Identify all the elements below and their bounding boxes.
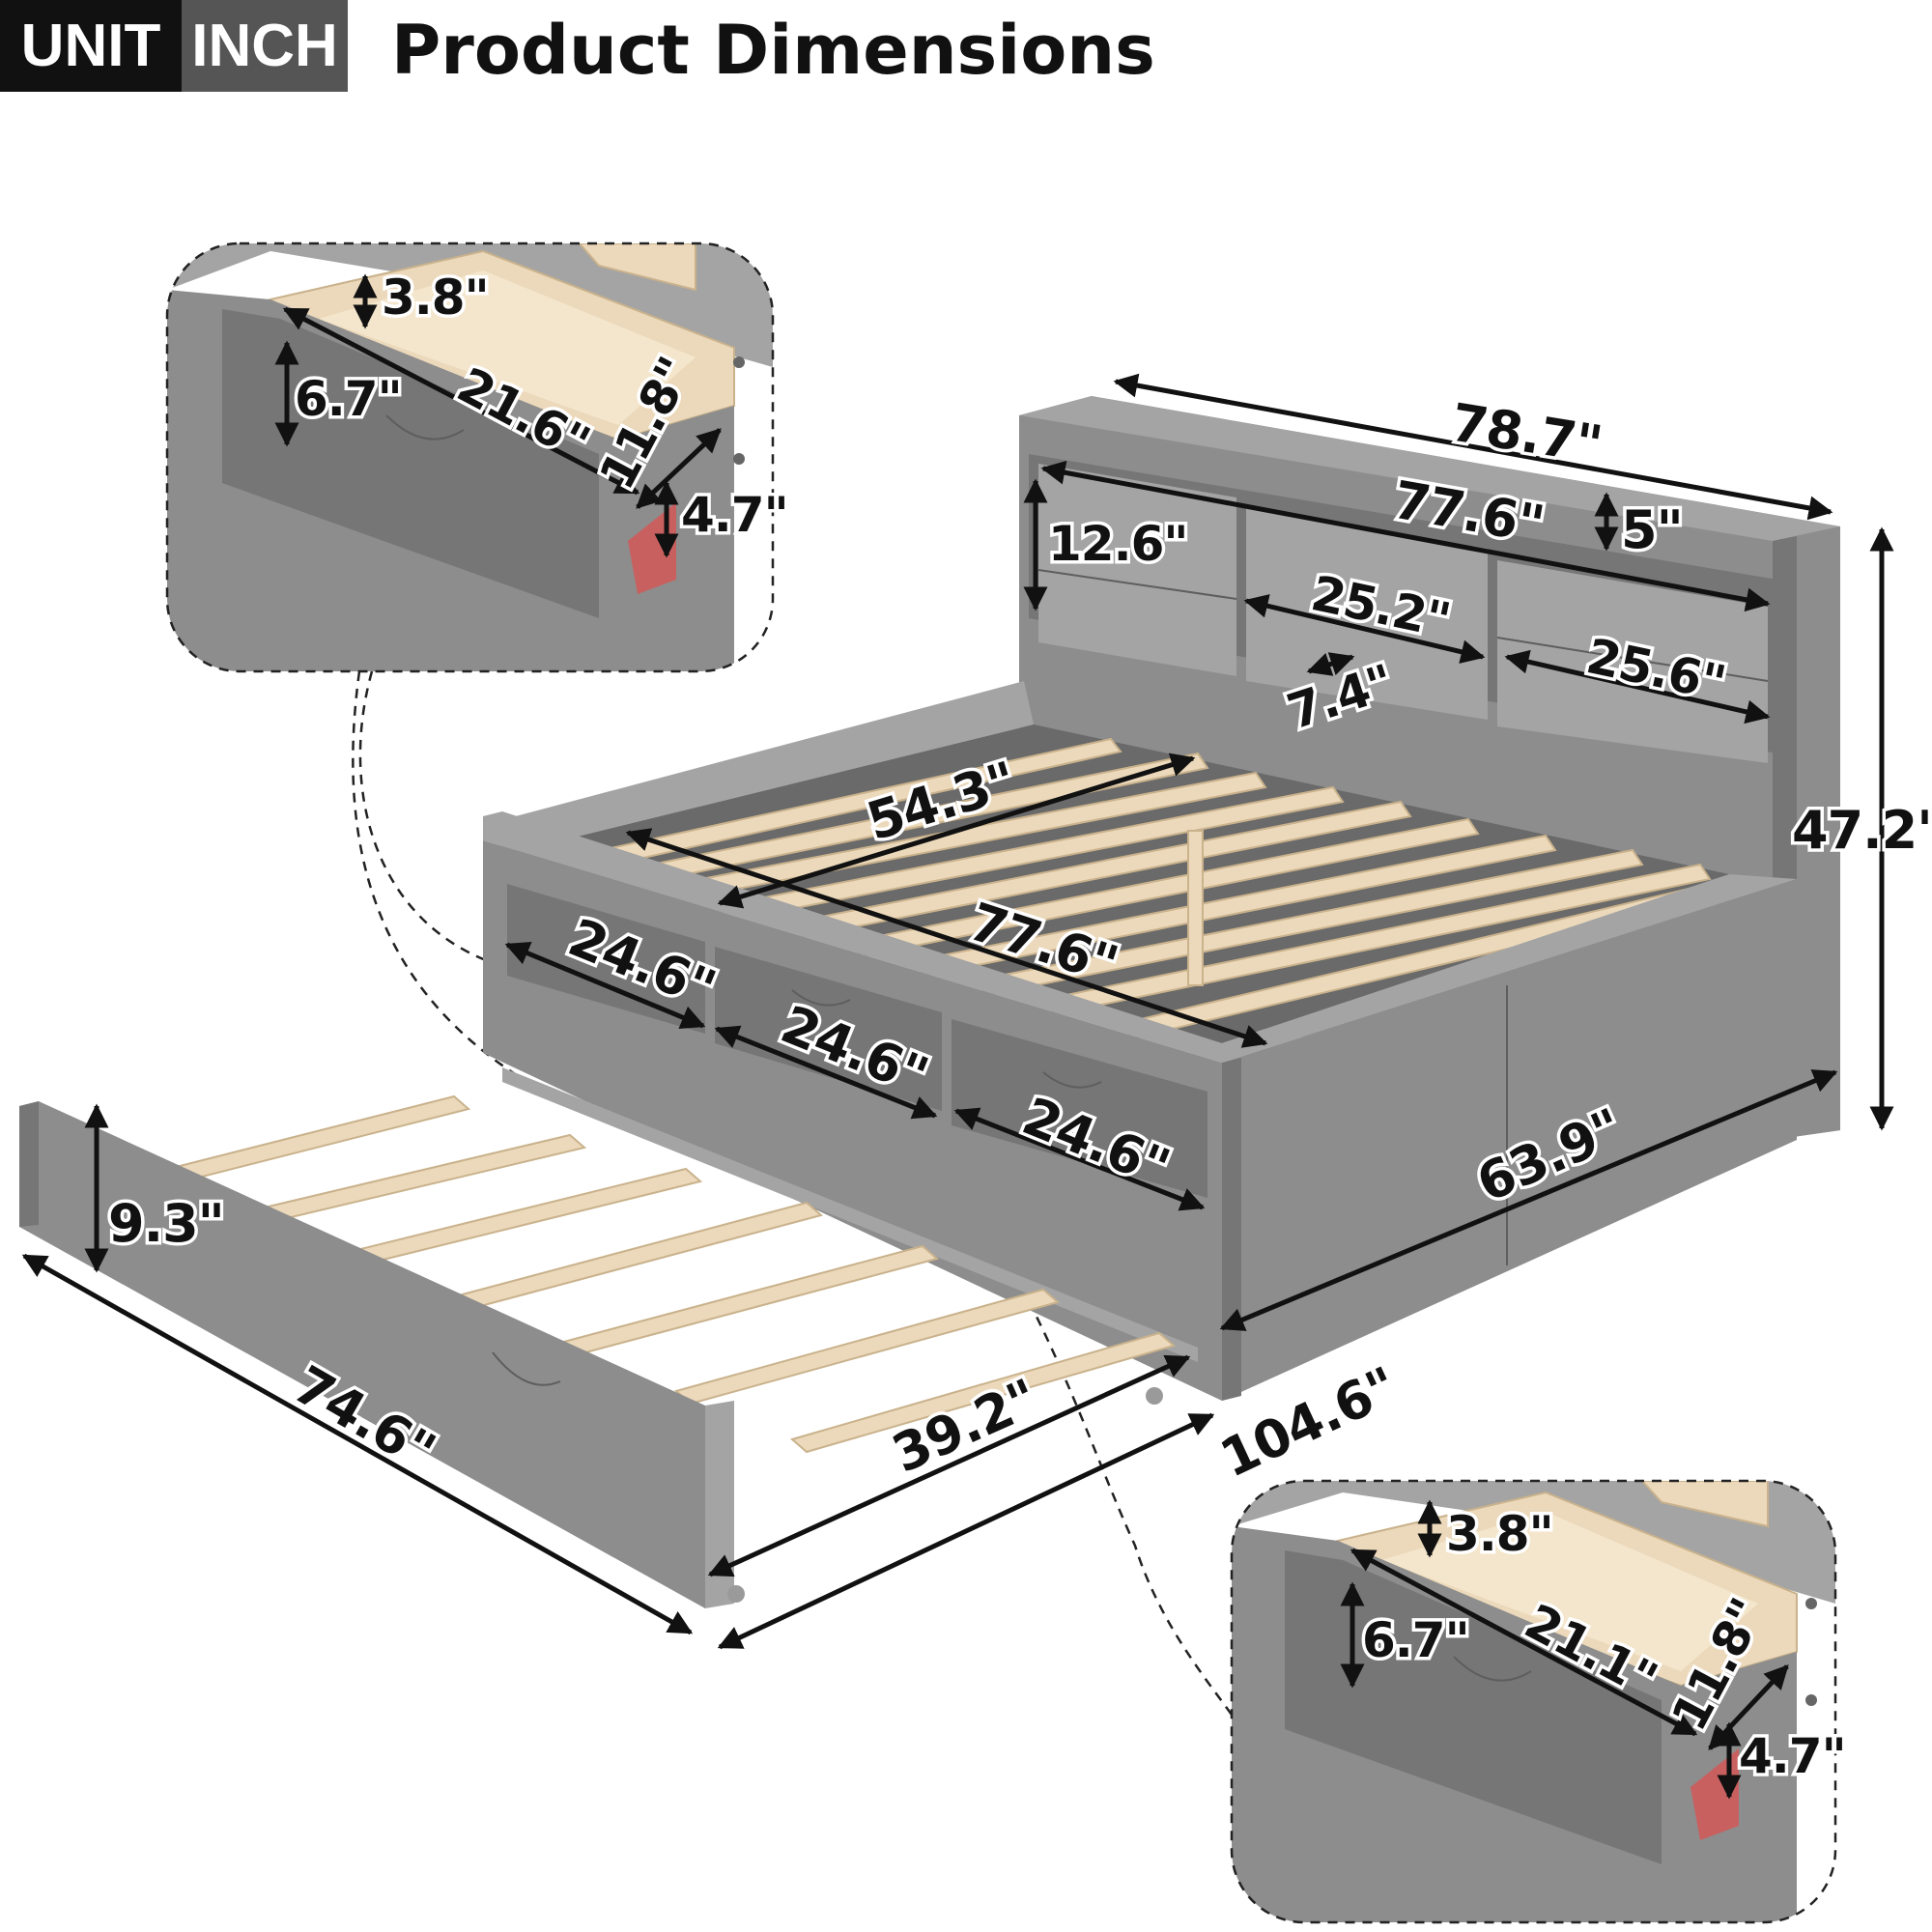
trundle-width-label: 39.2" [884,1368,1046,1485]
tl-front-height-label: 6.7" [295,371,402,427]
tl-inner-height-label: 4.7" [681,487,788,543]
headboard-compartment-height-label: 12.6" [1048,516,1187,572]
page-title: Product Dimensions [391,11,1155,90]
trundle-height-label: 9.3" [108,1193,224,1254]
headboard-overall-height-label: 47.2" [1792,800,1932,861]
header: UNIT INCH Product Dimensions [0,0,1159,92]
unit-value-badge: INCH [182,0,348,92]
dimension-arrows [21,273,1894,1800]
br-inner-height-label: 4.7" [1739,1728,1846,1784]
br-drawer-depth-label: 3.8" [1446,1506,1553,1562]
tl-drawer-depth-label: 3.8" [382,270,489,326]
br-front-height-label: 6.7" [1362,1612,1469,1668]
headboard-top-shelf-height-label: 5" [1621,499,1683,560]
unit-label-badge: UNIT [0,0,182,92]
